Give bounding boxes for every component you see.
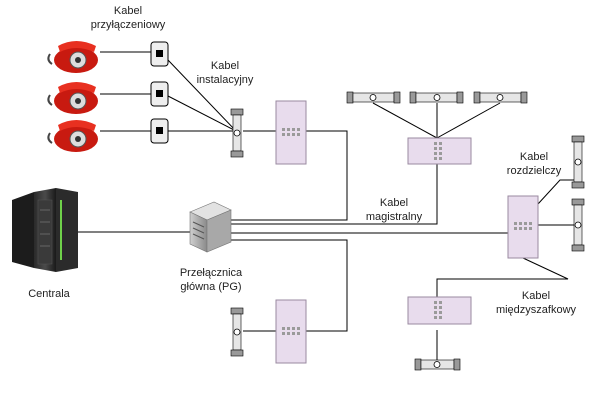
wall-socket-icon: [150, 118, 169, 144]
label-kabel-przylaczeniowy: Kabel przyłączeniowy: [86, 4, 170, 32]
label-kabel-miedzyszafkowy: Kabel międzyszafkowy: [486, 289, 586, 317]
line-cabinet3-right1: [537, 179, 575, 205]
label-line: Kabel: [519, 151, 549, 163]
label-line: Kabel: [379, 197, 409, 209]
label-kabel-instalacyjny: Kabel instalacyjny: [190, 59, 260, 87]
line-top-terminal3: [436, 102, 501, 139]
terminal-block-icon: [473, 91, 528, 104]
distribution-cabinet-icon: [407, 137, 472, 165]
label-przelacznica: Przełącznica główna (PG): [166, 266, 256, 294]
label-line: magistralny: [365, 211, 423, 223]
line-cabinet1-switch: [231, 130, 348, 221]
label-line: główna (PG): [180, 281, 242, 293]
label-kabel-rozdzielczy: Kabel rozdzielczy: [498, 150, 570, 178]
terminal-block-icon: [409, 91, 464, 104]
label-line: Kabel: [521, 290, 551, 302]
label-line: międzyszafkowy: [495, 304, 577, 316]
line-cabinet3-cabinet4: [436, 257, 569, 298]
telephone-icon: [47, 82, 98, 114]
line-socket2-terminal: [167, 95, 237, 132]
label-line: przyłączeniowy: [90, 19, 166, 31]
label-line: Kabel: [113, 5, 143, 17]
label-kabel-magistralny: Kabel magistralny: [354, 196, 434, 224]
telephone-icon: [47, 120, 98, 152]
terminal-block-icon: [571, 135, 585, 189]
telephone-icon: [47, 41, 98, 73]
line-cabinet4-switch: [231, 239, 348, 332]
distribution-cabinet-icon: [275, 100, 307, 165]
distribution-cabinet-icon: [407, 296, 472, 325]
terminal-block-icon: [571, 198, 585, 252]
terminal-block-icon: [346, 91, 401, 104]
switch-server-icon: [189, 201, 232, 253]
terminal-block-icon: [230, 108, 244, 158]
distribution-cabinet-icon: [507, 195, 539, 259]
label-line: rozdzielczy: [506, 165, 562, 177]
wall-socket-icon: [150, 41, 169, 67]
label-line: Przełącznica: [179, 267, 243, 279]
line-top-terminal1: [372, 102, 438, 139]
label-line: instalacyjny: [196, 74, 254, 86]
connection-lines: [78, 51, 575, 360]
line-socket1-terminal: [167, 59, 237, 132]
server-rack-icon: [12, 188, 78, 272]
line-cabinet2-switch: [231, 164, 438, 225]
terminal-block-icon: [230, 307, 244, 357]
distribution-cabinet-icon: [275, 299, 307, 364]
label-centrala: Centrala: [28, 288, 70, 300]
label-line: Kabel: [210, 60, 240, 72]
wall-socket-icon: [150, 81, 169, 107]
terminal-block-icon: [414, 358, 461, 371]
